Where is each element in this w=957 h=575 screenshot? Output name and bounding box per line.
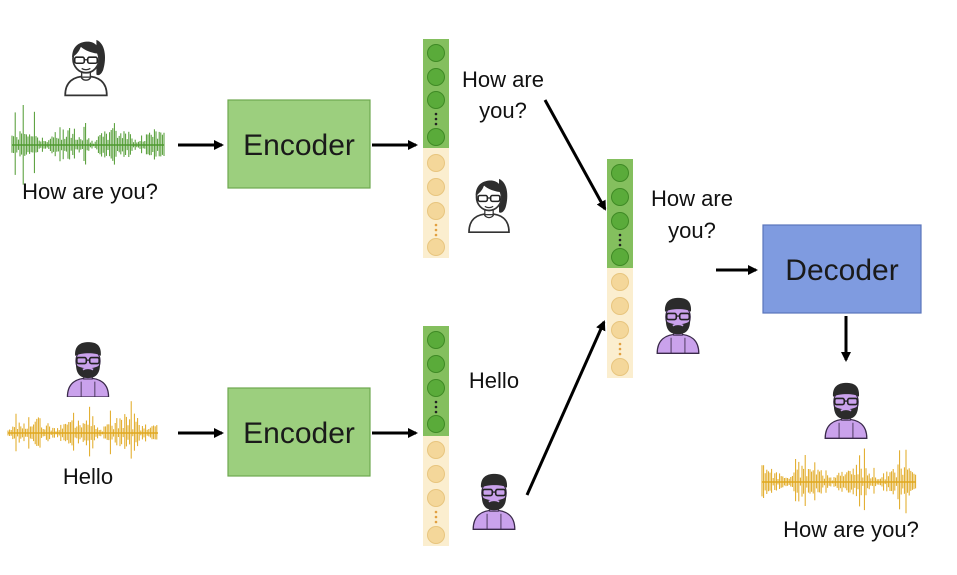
- encoder-top-label: Encoder: [243, 129, 355, 162]
- combined-embedding-text-line2: you?: [668, 218, 716, 243]
- speaker-female-icon: [64, 38, 108, 97]
- bottom-content-beads: [427, 331, 445, 433]
- arrow-top-content-to-combined: [543, 99, 607, 211]
- combined-style-beads: [611, 273, 629, 376]
- bottom-input-caption: Hello: [63, 464, 113, 489]
- waveform-output: [761, 448, 917, 514]
- encoder-bottom-label: Encoder: [243, 417, 355, 450]
- output-caption: How are you?: [783, 517, 919, 542]
- top-style-speaker-female-icon: [468, 177, 510, 234]
- top-embedding-text-line2: you?: [479, 98, 527, 123]
- bottom-style-speaker-male-icon: [472, 472, 516, 530]
- waveform-bottom-input: [7, 401, 158, 459]
- waveform-top-input: [11, 105, 165, 185]
- bottom-embedding-text: Hello: [469, 368, 519, 393]
- encoder-bottom-box: [227, 387, 371, 477]
- combined-embedding-text-line1: How are: [651, 186, 733, 211]
- top-style-beads: [427, 154, 445, 256]
- bottom-style-beads: [427, 441, 445, 544]
- decoder-label: Decoder: [785, 254, 898, 287]
- output-speaker-male-icon: [824, 381, 868, 439]
- top-input-caption: How are you?: [22, 179, 158, 204]
- combined-style-speaker-male-icon: [656, 296, 700, 354]
- decoder-box: [762, 224, 922, 314]
- speaker-male-icon: [66, 341, 110, 397]
- encoder-top-box: [227, 99, 371, 189]
- arrow-bottom-style-to-combined: [525, 320, 606, 496]
- top-content-beads: [427, 44, 445, 146]
- top-embedding-text-line1: How are: [462, 67, 544, 92]
- combined-content-beads: [611, 164, 629, 266]
